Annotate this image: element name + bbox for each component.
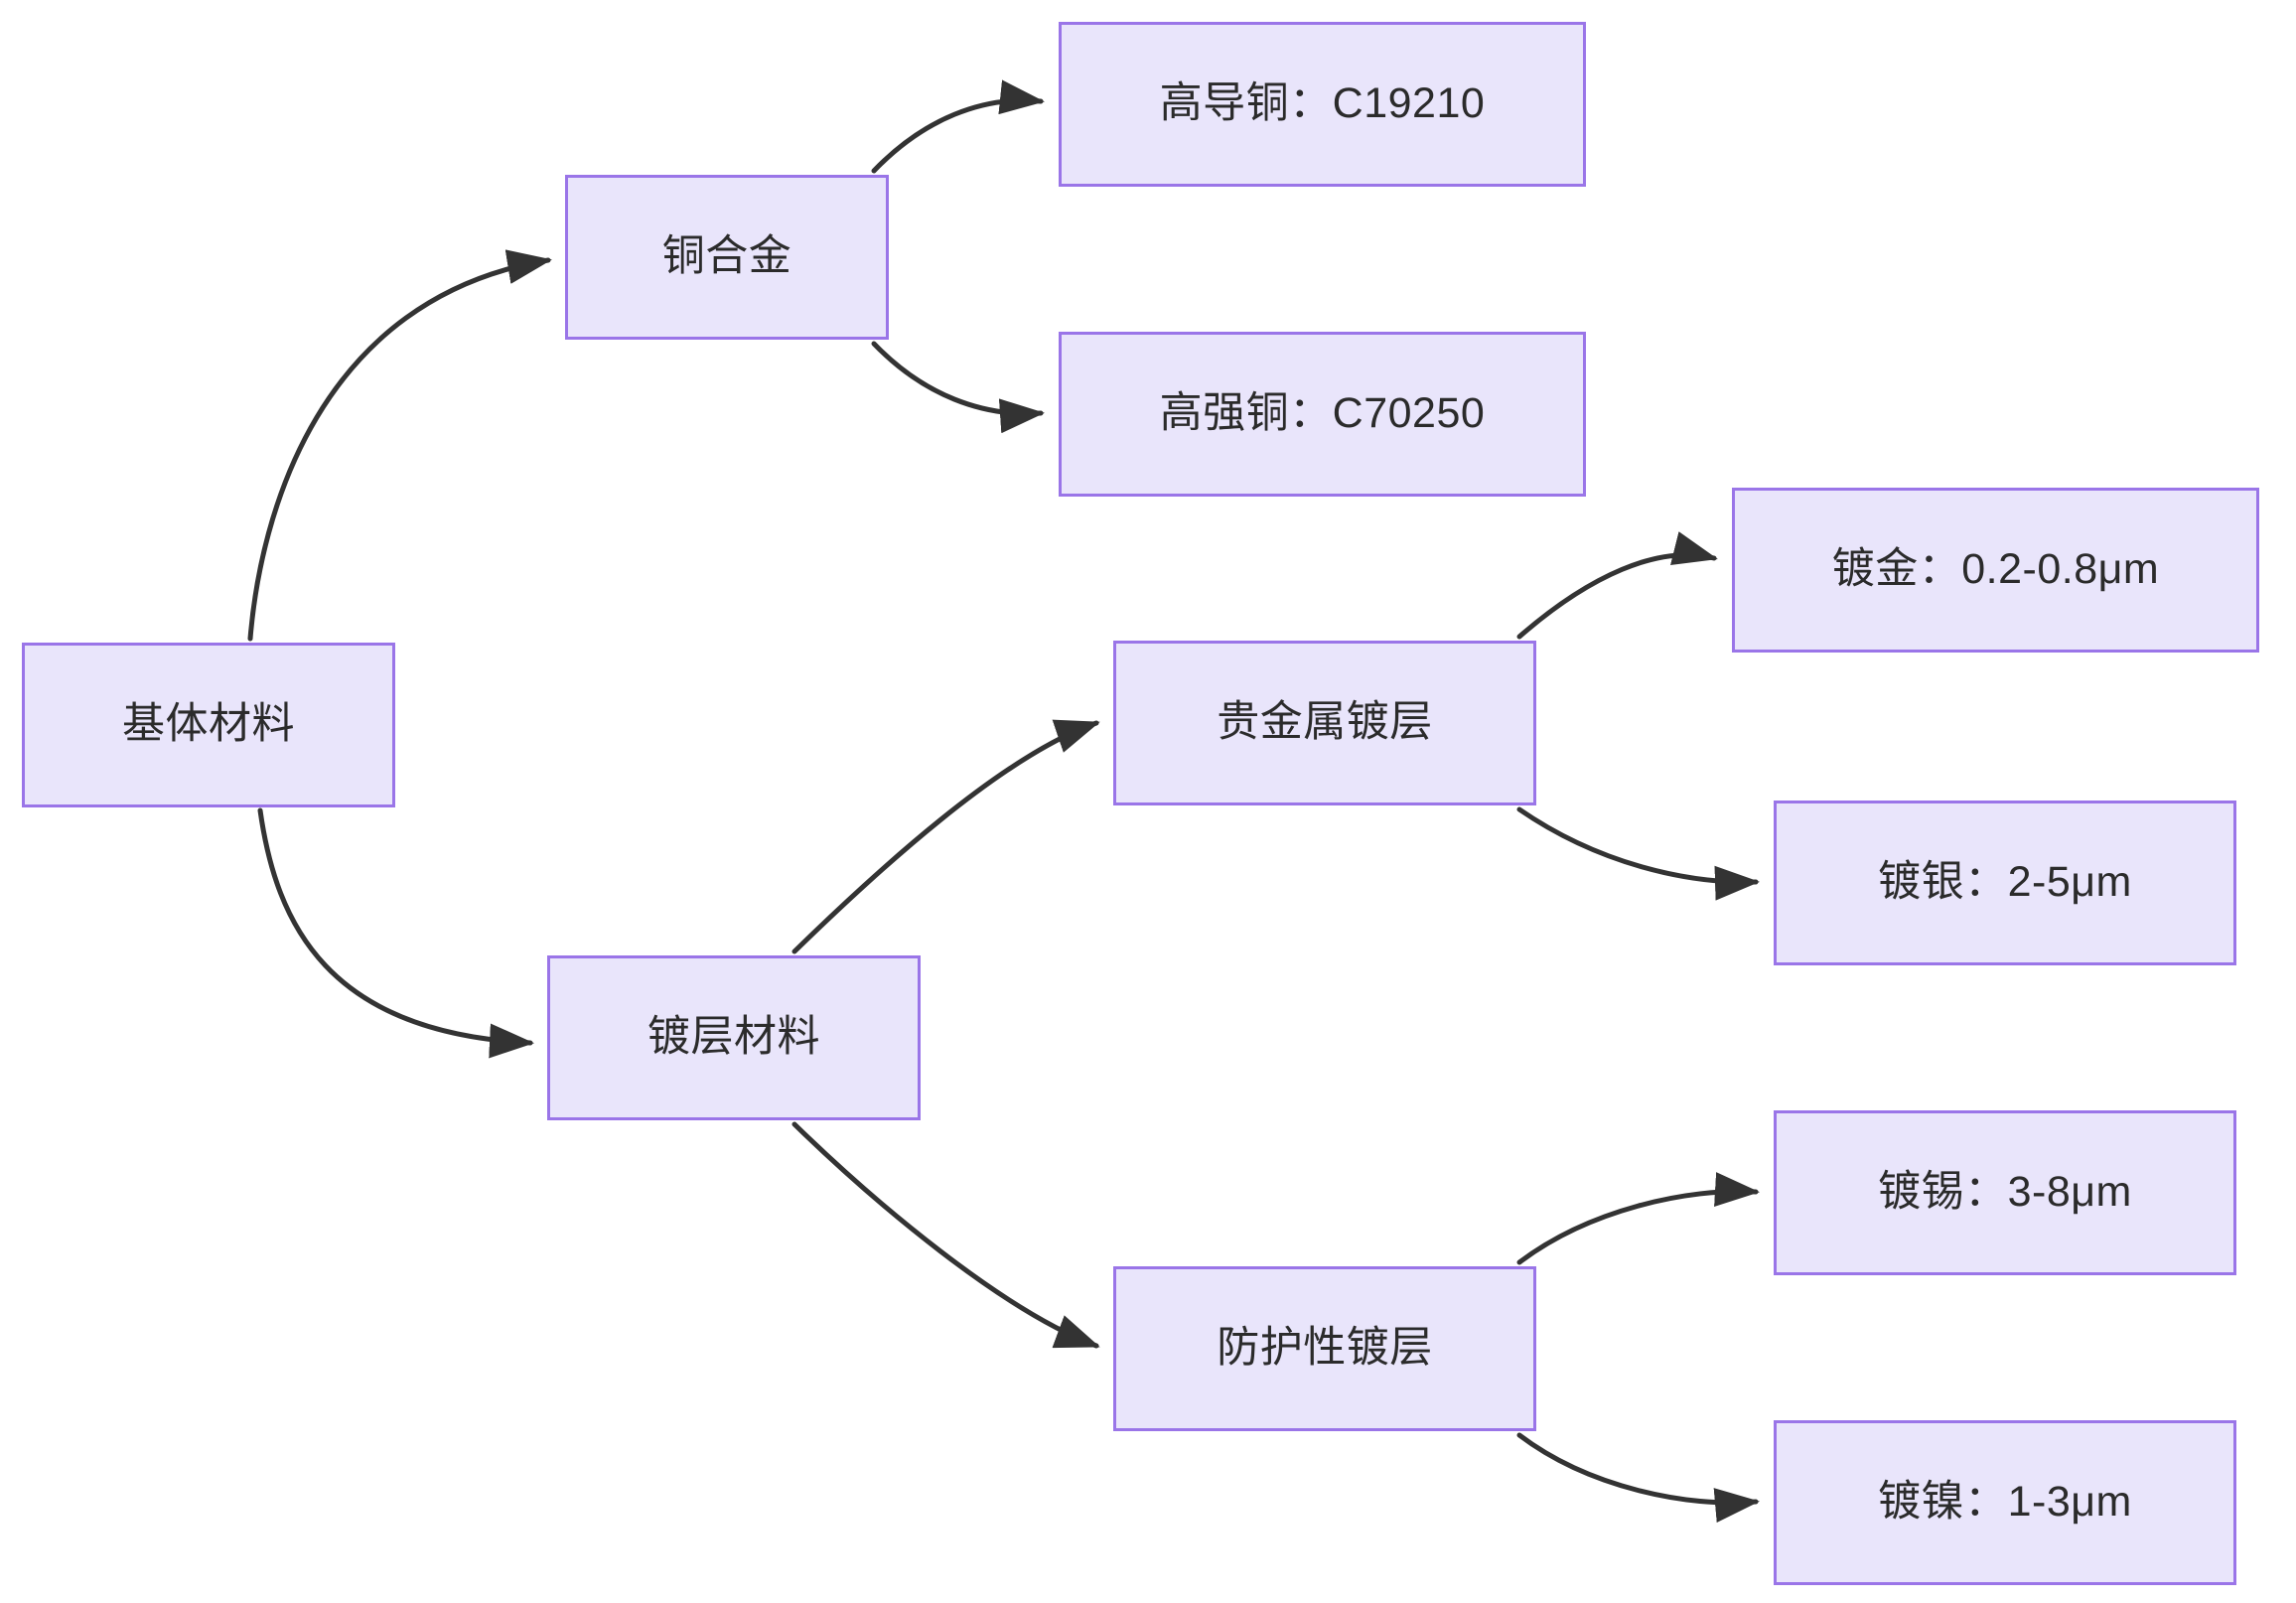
node-label-plating: 镀层材料 [647, 1013, 820, 1062]
node-label-c70250: 高强铜：C70250 [1159, 389, 1486, 438]
node-label-root: 基体材料 [122, 700, 295, 749]
node-label-noble: 贵金属镀层 [1217, 698, 1433, 747]
node-label-protective: 防护性镀层 [1217, 1324, 1433, 1373]
node-protective[interactable]: 防护性镀层 [1113, 1266, 1536, 1431]
node-gold[interactable]: 镀金：0.2-0.8μm [1732, 488, 2259, 653]
node-noble[interactable]: 贵金属镀层 [1113, 641, 1536, 805]
node-tin[interactable]: 镀锡：3-8μm [1774, 1110, 2236, 1275]
node-silver[interactable]: 镀银：2-5μm [1774, 801, 2236, 965]
edge-plating-to-noble [791, 719, 1100, 954]
node-label-gold: 镀金：0.2-0.8μm [1831, 545, 2160, 594]
edge-copper-to-c70250 [871, 341, 1045, 434]
node-label-silver: 镀银：2-5μm [1878, 858, 2132, 907]
edge-noble-to-gold [1516, 531, 1718, 640]
node-c70250[interactable]: 高强铜：C70250 [1059, 332, 1586, 497]
edge-copper-to-c19210 [871, 79, 1045, 174]
edge-protective-to-nickel [1516, 1432, 1760, 1524]
edge-root-to-copper [247, 249, 552, 642]
node-label-nickel: 镀镍：1-3μm [1878, 1478, 2132, 1527]
node-copper[interactable]: 铜合金 [565, 175, 889, 340]
node-plating[interactable]: 镀层材料 [547, 955, 921, 1120]
node-root[interactable]: 基体材料 [22, 643, 395, 807]
edge-noble-to-silver [1516, 806, 1760, 901]
edge-protective-to-tin [1516, 1172, 1760, 1265]
edge-plating-to-protective [791, 1121, 1100, 1349]
node-c19210[interactable]: 高导铜：C19210 [1059, 22, 1586, 187]
node-label-copper: 铜合金 [661, 232, 792, 281]
node-label-c19210: 高导铜：C19210 [1159, 79, 1486, 128]
node-label-tin: 镀锡：3-8μm [1878, 1168, 2132, 1217]
node-nickel[interactable]: 镀镍：1-3μm [1774, 1420, 2236, 1585]
edge-root-to-plating [257, 807, 534, 1059]
